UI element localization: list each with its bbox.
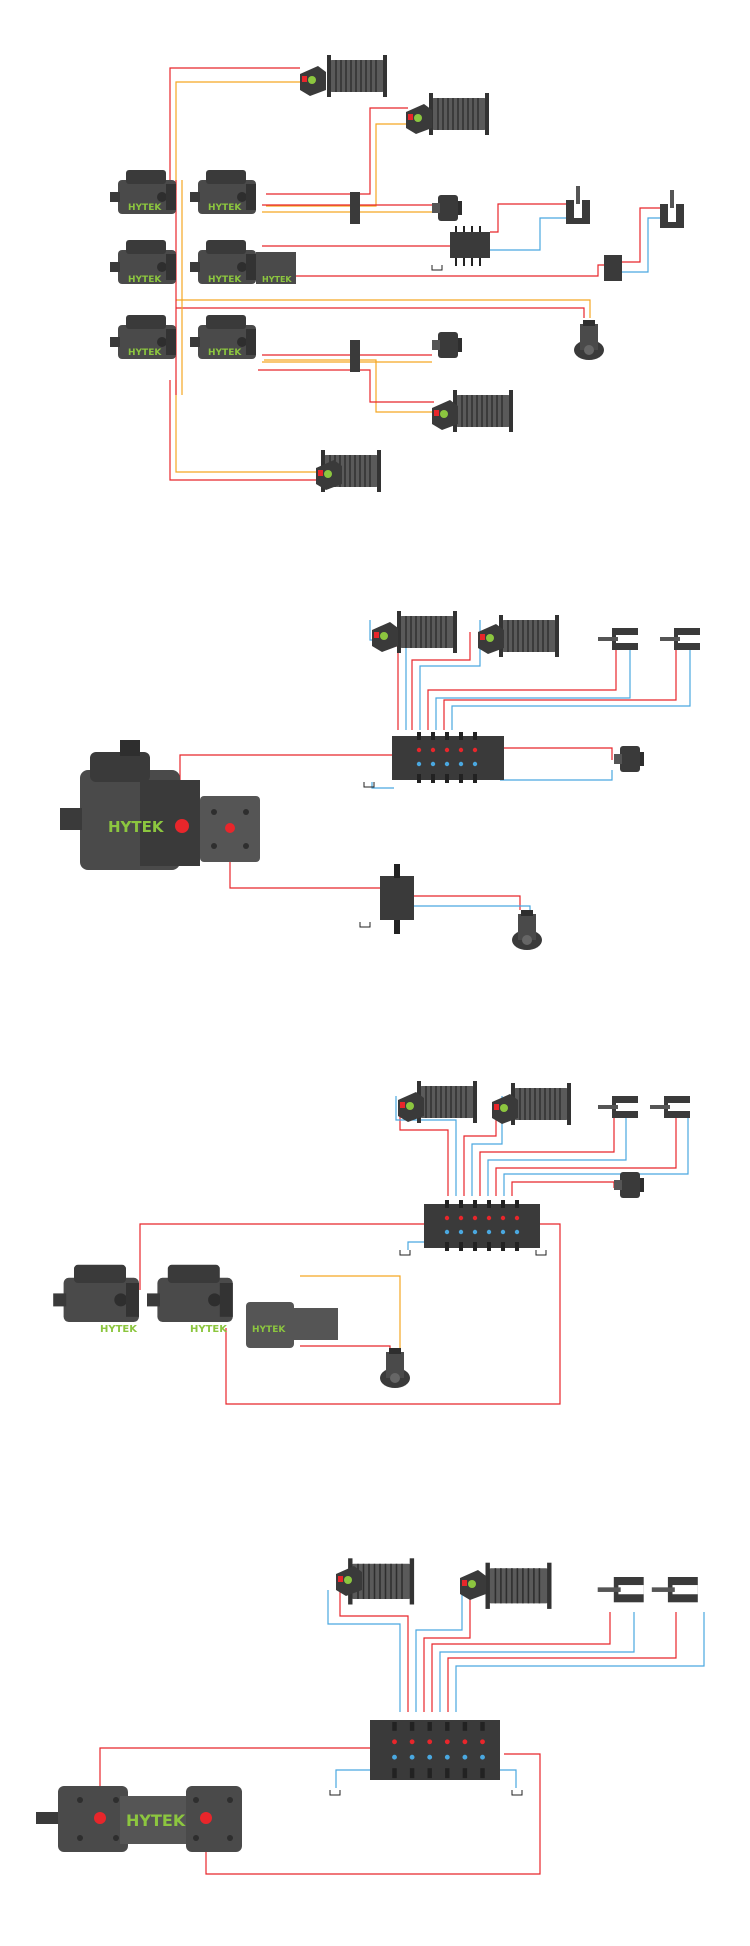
brand-label: HYTEK: [128, 275, 162, 285]
cylinder-1: [598, 628, 638, 650]
diagram-3-winch-1: [398, 1080, 478, 1124]
diagram-1-pump-row-3: HYTEK HYTEK: [110, 315, 256, 359]
diagram-1-winch-1: [300, 54, 388, 98]
diagram-4-hoses: [99, 1580, 705, 1875]
diagram-1: HYTEK HYTEK HYTEK HYTEK HYTEK HYTEK HYTE…: [110, 54, 684, 493]
diverter-valve: [604, 255, 622, 281]
diagram-1-winch-4: [316, 449, 382, 493]
diagram-1-control-valve: [431, 226, 490, 271]
slew-motor-1: [512, 910, 542, 950]
brand-label: HYTEK: [108, 818, 165, 836]
diagram-2: HYTEK: [60, 610, 700, 950]
diagram-4-gear-pump: HYTEK: [36, 1786, 242, 1852]
small-motor-1: [432, 195, 462, 221]
diagram-2-valve-bank: [363, 732, 504, 788]
diagram-4-winch-1: [336, 1557, 415, 1606]
diagram-4: HYTEK: [36, 1557, 705, 1875]
brand-label: HYTEK: [208, 203, 242, 213]
diagram-2-main-pump: HYTEK: [60, 740, 260, 870]
diagram-1-pump-row-1: HYTEK HYTEK: [110, 170, 256, 214]
cylinder-1: [597, 1577, 644, 1603]
small-motor-1: [614, 746, 644, 772]
flow-divider-2: [350, 340, 360, 372]
small-motor-2: [432, 332, 462, 358]
diagram-2-winch-1: [372, 610, 458, 654]
brand-label: HYTEK: [128, 348, 162, 358]
cylinder-2: [660, 628, 700, 650]
brand-label: HYTEK: [208, 348, 242, 358]
brand-label: HYTEK: [100, 1324, 138, 1335]
brand-label: HYTEK: [126, 1811, 186, 1830]
diagram-4-winch-2: [460, 1561, 553, 1610]
brand-label: HYTEK: [252, 1325, 286, 1335]
diagram-2-winch-2: [478, 614, 560, 658]
brand-label: HYTEK: [208, 275, 242, 285]
brand-label: HYTEK: [128, 203, 162, 213]
diagram-1-pump-row-2: HYTEK HYTEK HYTEK: [110, 240, 296, 285]
small-motor-1: [614, 1172, 644, 1198]
diagram-1-winch-2: [406, 92, 490, 136]
slew-motor-1: [380, 1348, 410, 1388]
diagram-1-hoses: [169, 67, 670, 481]
diagram-3-valve-bank: [399, 1200, 547, 1256]
flow-divider-1: [350, 192, 360, 224]
slew-motor-1: [574, 320, 604, 360]
brand-label: HYTEK: [190, 1324, 228, 1335]
diagram-1-winch-3: [432, 389, 514, 433]
cylinder-2: [651, 1577, 698, 1603]
cylinder-2: [650, 1096, 690, 1118]
diagram-2-slew-valve: [359, 864, 414, 934]
diagram-4-valve-bank: [329, 1720, 523, 1796]
cylinder-1: [566, 186, 590, 224]
diagram-3: HYTEK HYTEK HYTEK: [53, 1080, 690, 1405]
diagram-3-hoses: [139, 1096, 689, 1405]
diagram-3-winch-2: [492, 1082, 572, 1126]
diagram-2-hoses: [179, 620, 691, 910]
cylinder-1: [598, 1096, 638, 1118]
brand-label: HYTEK: [262, 275, 292, 284]
cylinder-2: [660, 190, 684, 228]
diagram-3-pumps: HYTEK HYTEK HYTEK: [53, 1264, 338, 1348]
